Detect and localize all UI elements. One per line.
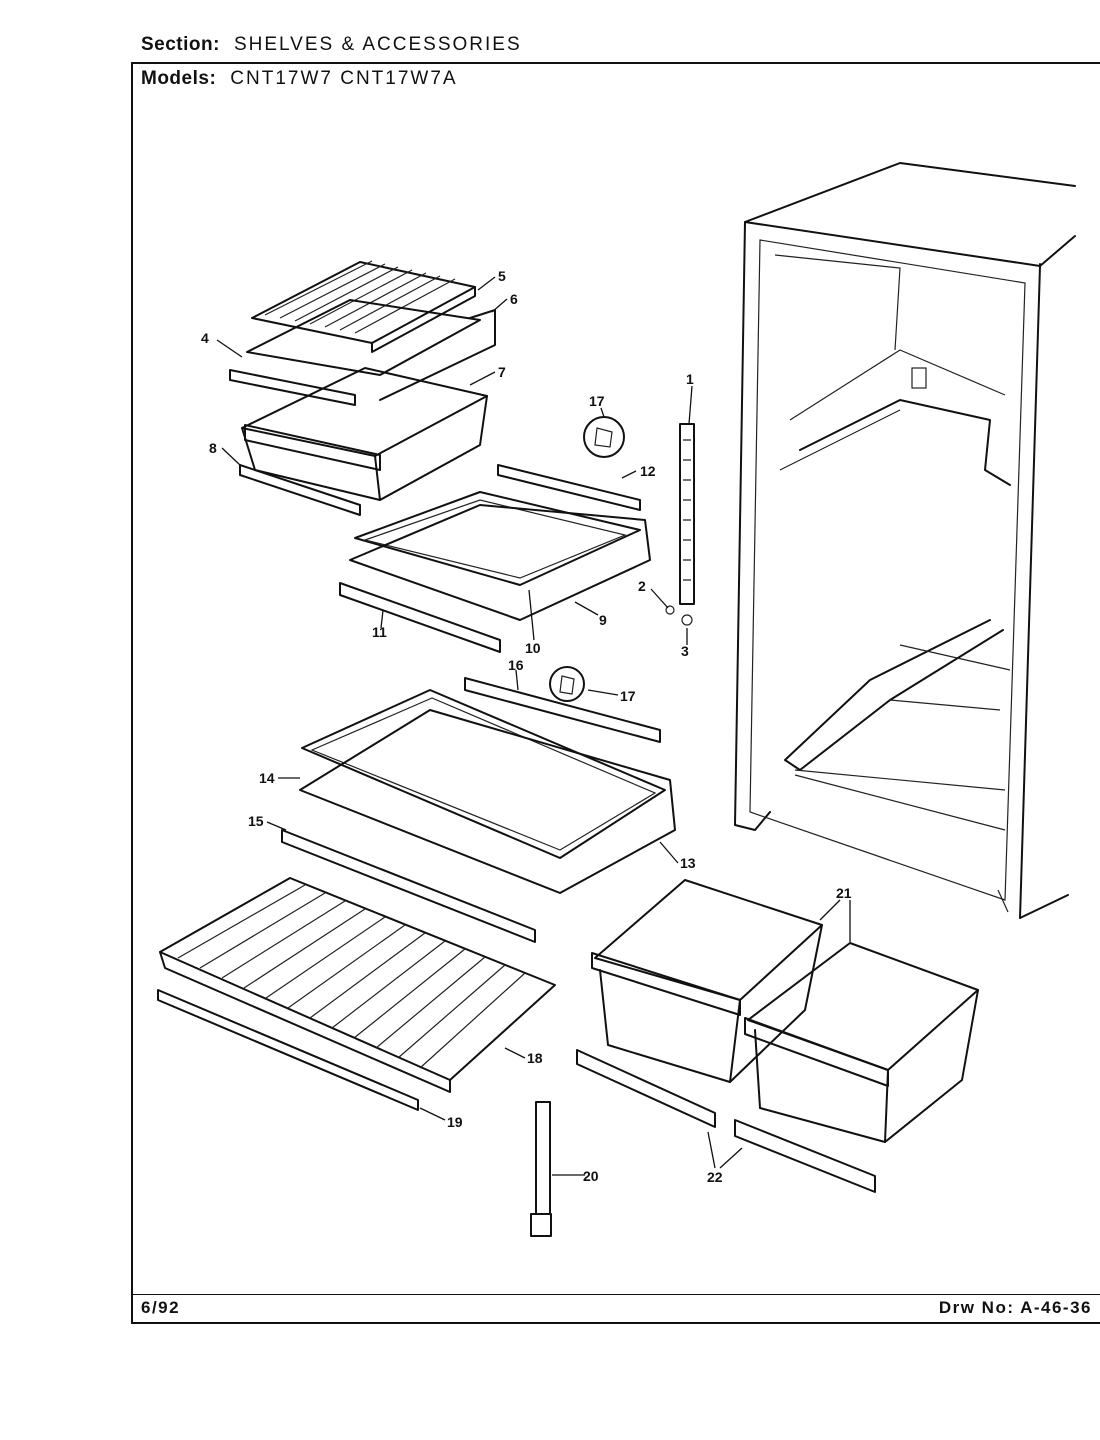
callout-20: 20 [583, 1168, 599, 1184]
drawing-date: 6/92 [141, 1298, 181, 1317]
callout-11: 11 [372, 624, 387, 640]
section-label: Section: [141, 34, 220, 55]
shelf-ladder [665, 423, 695, 626]
crisper-rail-right [734, 1119, 876, 1193]
models-label: Models: [141, 68, 217, 89]
drawing-frame [131, 62, 1100, 1324]
callout-6: 6 [510, 291, 518, 307]
refrigerator-cabinet [734, 162, 1076, 919]
callout-10: 10 [525, 640, 541, 656]
crisper-pan-upper [239, 367, 488, 516]
clip-detail-lower [549, 666, 585, 702]
models-value: CNT17W7 CNT17W7A [230, 68, 458, 89]
footer-divider [131, 1294, 1100, 1295]
callout-15: 15 [248, 813, 264, 829]
models-heading: Models: CNT17W7 CNT17W7A [141, 68, 458, 90]
callout-leaders [216, 276, 851, 1176]
section-value: SHELVES & ACCESSORIES [233, 34, 522, 55]
lower-glass-shelf [281, 677, 676, 943]
drawing-number: Drw No: A-46-36 [938, 1298, 1092, 1317]
bottom-wire-shelf [157, 877, 556, 1111]
callout-22: 22 [707, 1169, 723, 1185]
callout-9: 9 [599, 612, 607, 628]
ladder-post [530, 1101, 552, 1237]
callout-16: 16 [508, 657, 524, 673]
section-heading: Section: SHELVES & ACCESSORIES [141, 34, 522, 56]
callout-1: 1 [686, 371, 694, 387]
callout-4: 4 [201, 330, 209, 346]
callout-8: 8 [209, 440, 217, 456]
callout-3: 3 [681, 643, 689, 659]
crisper-drawer-left [591, 879, 823, 1083]
crisper-drawer-right [744, 942, 979, 1143]
callout-5: 5 [498, 268, 506, 284]
callout-14: 14 [259, 770, 275, 786]
callout-19: 19 [447, 1114, 463, 1130]
upper-wire-shelf [229, 260, 496, 406]
callout-21: 21 [836, 885, 852, 901]
callout-2: 2 [638, 578, 646, 594]
callout-17-upper: 17 [589, 393, 605, 409]
callout-13: 13 [680, 855, 696, 871]
middle-glass-shelf [339, 464, 651, 653]
clip-detail-upper [583, 416, 625, 458]
crisper-rail-left [576, 1049, 716, 1128]
callout-7: 7 [498, 364, 506, 380]
callout-18: 18 [527, 1050, 543, 1066]
callout-17-lower: 17 [620, 688, 636, 704]
callout-12: 12 [640, 463, 656, 479]
